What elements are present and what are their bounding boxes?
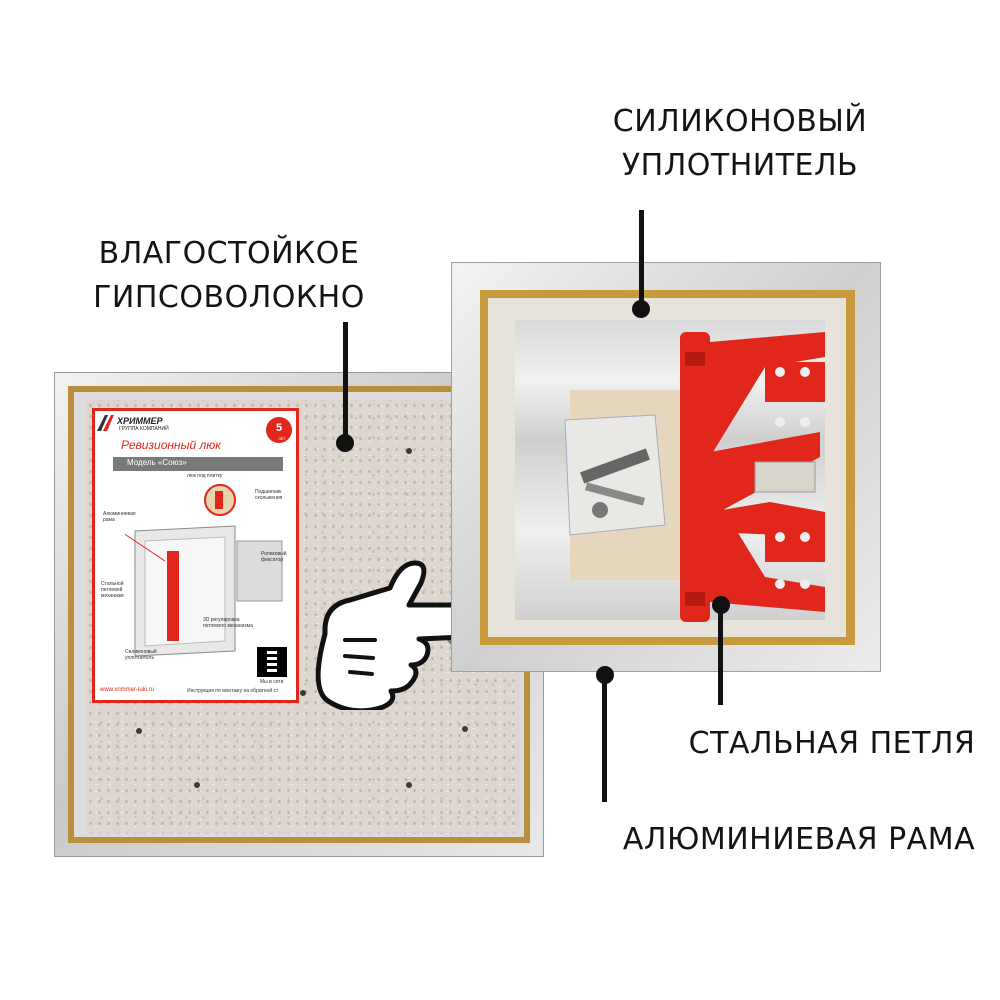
label-3d: 3D регулировка петлевого механизма [203,617,253,629]
label-frame: Алюминиевая рама [103,511,136,523]
callout-line-seal [639,210,644,305]
qr-code [257,647,287,677]
warranty-badge-sub: ЛЕТ [278,436,286,441]
callout-dot-gypsum [336,434,354,452]
screw-hole [406,782,412,788]
callout-hinge: СТАЛЬНАЯ ПЕТЛЯ [688,726,976,761]
callout-gypsum: ВЛАГОСТОЙКОЕ ГИПСОВОЛОКНО [84,232,374,320]
screw-hole [300,690,306,696]
card-instruction: Инструкция по монтажу на обратной ст [187,688,279,694]
callout-seal: СИЛИКОНОВЫЙ УПЛОТНИТЕЛЬ [600,100,880,188]
callout-gypsum-line1: ВЛАГОСТОЙКОЕ [98,236,360,271]
callout-line-hinge [718,605,723,705]
logo-icon [97,415,114,431]
card-title: Ревизионный люк [121,438,221,452]
callout-frame: АЛЮМИНИЕВАЯ РАМА [622,822,976,857]
logo-text: ХРИММЕР [117,416,163,426]
hatch-diagram [125,525,283,657]
screw-hole [406,448,412,454]
screw-hole [194,782,200,788]
qr-label: Мы в сети [260,679,284,685]
screw-hole [136,728,142,734]
hardware-bag-icon [564,414,666,536]
callout-gypsum-line2: ГИПСОВОЛОКНО [93,280,365,315]
callout-line-gypsum [343,322,348,442]
callout-seal-line1: СИЛИКОНОВЫЙ [612,104,868,139]
card-subtitle: люк под плитку [187,473,223,479]
callout-dot-seal [632,300,650,318]
callout-line-frame [602,676,607,802]
label-fixator: Роликовый фиксатор [261,551,287,563]
model-name: Модель «Союз» [127,458,187,467]
callout-dot-frame [596,666,614,684]
model-band [113,457,283,471]
detail-circle-icon [204,484,236,516]
label-bearings: Подшипник скольжения [255,489,283,501]
warranty-badge: 5 [266,417,292,443]
steel-hinge-mechanism [680,332,825,622]
product-label-card: ХРИММЕР ГРУППА КОМПАНИЙ Ревизионный люк … [92,408,299,703]
callout-seal-line2: УПЛОТНИТЕЛЬ [621,148,859,183]
label-seal: Силиконовый уплотнитель [125,649,157,661]
label-hinge: Стальной петлевой механизм [101,581,124,599]
logo-subtitle: ГРУППА КОМПАНИЙ [119,426,169,432]
screw-hole [462,726,468,732]
card-url: www.xrimmer-luki.ru [100,687,154,693]
